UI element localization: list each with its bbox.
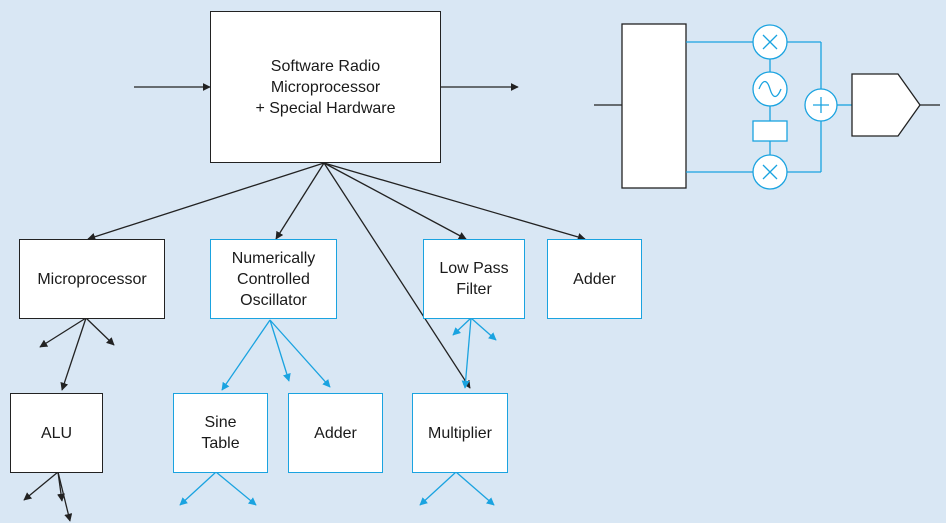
schematic-wiring [686, 41, 852, 173]
nco-arrows [221, 319, 331, 391]
alu-arrows [23, 471, 73, 522]
lowpass-filter-block: Low Pass Filter [423, 239, 525, 319]
sine-table-block: Sine Table [173, 393, 268, 473]
alu-block: ALU [10, 393, 103, 473]
oscillator-icon [752, 71, 788, 107]
comparator-icon [851, 73, 921, 137]
software-radio-block: Software Radio Microprocessor + Special … [210, 11, 441, 163]
adder-sub-block: Adder [288, 393, 383, 473]
multiplier-block: Multiplier [412, 393, 508, 473]
summer-icon [804, 88, 838, 122]
lowpass-arrows [452, 317, 497, 389]
mixer-top-icon [752, 24, 788, 60]
multiplier-arrows [419, 471, 495, 506]
microprocessor-block: Microprocessor [19, 239, 165, 319]
nco-block: Numerically Controlled Oscillator [210, 239, 337, 319]
mixer-bottom-icon [752, 154, 788, 190]
schematic [594, 23, 940, 190]
schematic-input-block [621, 23, 687, 189]
adder-top-block: Adder [547, 239, 642, 319]
sine-table-arrows [179, 471, 257, 506]
fanout-arrows [87, 162, 586, 389]
phase-shift-block [752, 120, 788, 142]
microprocessor-arrows [39, 317, 115, 391]
